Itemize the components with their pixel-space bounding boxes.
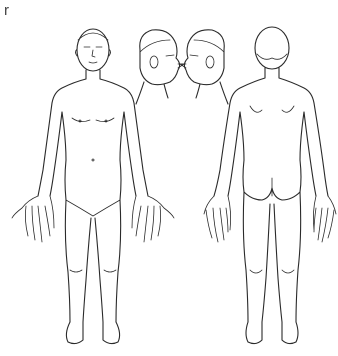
back-hairline (257, 54, 287, 59)
back-body-figure (204, 27, 336, 344)
front-right-nipple (105, 120, 107, 122)
front-right-leg-inner (95, 218, 103, 322)
front-groin (66, 200, 120, 216)
profile-right-hair (140, 40, 170, 52)
front-left-nipple (79, 120, 81, 122)
front-navel (92, 159, 94, 161)
front-knees (70, 270, 116, 272)
front-left-leg-outer (65, 200, 70, 322)
back-left-leg-inner (262, 204, 270, 322)
front-left-foot (66, 322, 83, 344)
front-right-arm-inner (124, 112, 136, 196)
profile-right-neck (136, 82, 168, 104)
front-right-foot (103, 322, 120, 344)
back-left-arm-inner (228, 112, 240, 196)
profile-left-hair (194, 40, 224, 52)
front-torso-left (62, 112, 66, 200)
back-right-arm-inner (304, 112, 316, 196)
back-left-arm-outer (214, 103, 230, 196)
front-torso-right (120, 112, 124, 200)
back-left-foot (246, 322, 262, 344)
back-torso-left (240, 112, 244, 192)
back-right-leg-outer (296, 192, 301, 322)
profile-right-face (166, 55, 184, 68)
front-right-leg-outer (116, 200, 121, 322)
back-shoulder-blades (250, 106, 294, 112)
profile-left-ear (206, 56, 214, 68)
back-right-leg-inner (274, 204, 282, 322)
front-left-shoulder (52, 70, 86, 103)
front-left-hand (12, 196, 54, 242)
front-right-arm-outer (134, 103, 148, 196)
profile-left-face (180, 55, 198, 68)
back-right-arm-outer (314, 103, 328, 196)
back-left-shoulder (230, 68, 265, 103)
front-body-figure (12, 29, 174, 344)
back-torso-right (300, 112, 304, 192)
profile-right-head (140, 30, 180, 85)
back-head (255, 27, 289, 69)
back-left-hand (204, 196, 231, 242)
front-left-arm-inner (50, 112, 62, 196)
back-right-hand (313, 196, 336, 242)
profile-right-ear (150, 56, 158, 68)
back-knees (250, 270, 294, 273)
front-face (76, 47, 111, 63)
head-right-profile (136, 30, 184, 104)
front-left-leg-inner (83, 218, 91, 322)
front-left-arm-outer (38, 103, 52, 196)
back-left-leg-outer (243, 192, 248, 322)
corner-mark: r (4, 3, 9, 18)
profile-left-head (184, 30, 224, 85)
back-right-shoulder (279, 68, 314, 103)
profile-left-neck (196, 82, 228, 104)
head-left-profile (180, 30, 228, 104)
front-chest (72, 118, 114, 122)
back-right-foot (282, 322, 298, 344)
front-right-hand (132, 196, 174, 242)
front-right-shoulder (100, 70, 134, 103)
